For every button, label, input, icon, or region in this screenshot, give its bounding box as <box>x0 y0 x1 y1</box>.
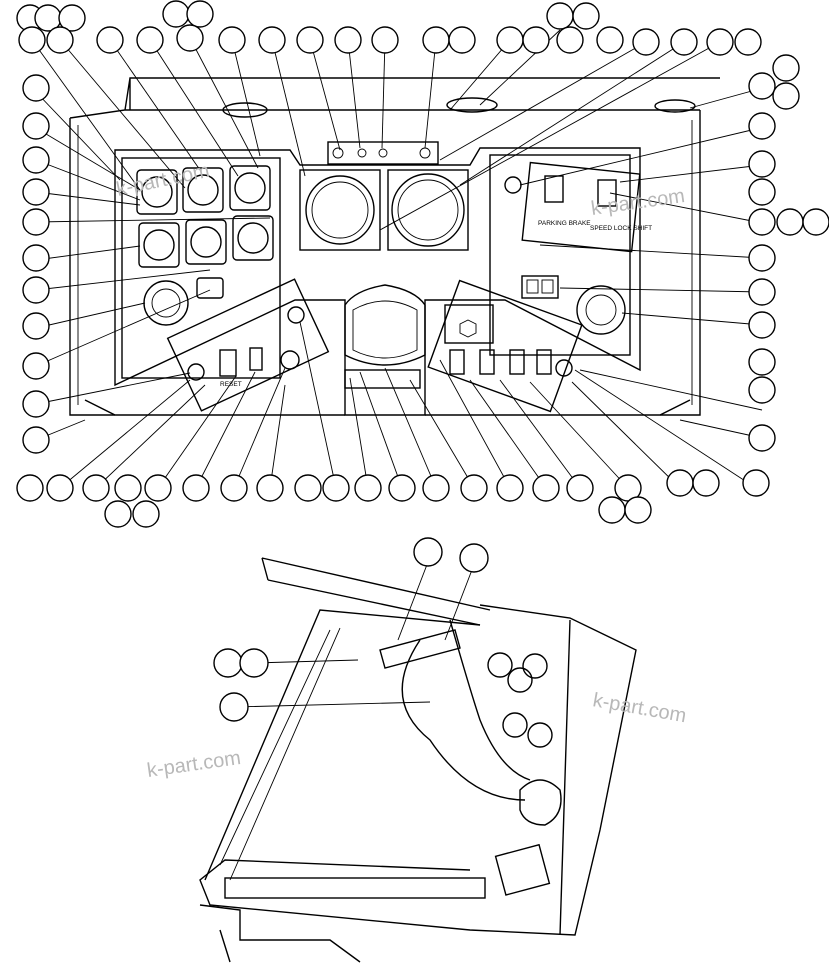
indicator-lamp-right <box>504 176 522 194</box>
speed-title-text: SPEED LOCK SHIFT <box>590 225 652 232</box>
watermark-bottom-right: k-part.com <box>591 689 688 727</box>
round-plug-right <box>576 285 626 335</box>
reset-label: RESET <box>220 381 242 388</box>
warning-decal <box>444 304 494 344</box>
grommet-left <box>222 102 268 118</box>
center-socket-plate-left <box>299 169 381 251</box>
dual-switch-right <box>521 275 559 299</box>
right-panel-plate <box>489 154 631 356</box>
center-socket-plate-right <box>387 169 469 251</box>
watermarks: k-part.com k-part.com k-part.com k-part.… <box>114 160 688 782</box>
side-section-assembly <box>199 557 637 963</box>
top-panel-assembly: PARKING BRAKE SPEED LOCK SHIFT RESET <box>69 77 720 416</box>
small-switch-left <box>196 277 224 299</box>
reset-switch <box>219 349 237 377</box>
grommet-center <box>446 97 498 113</box>
lower-left-switch-panel <box>166 278 330 412</box>
watermark-top-left: k-part.com <box>114 160 211 201</box>
hose-clamp <box>379 629 461 669</box>
watermark-bottom-left: k-part.com <box>146 747 243 782</box>
grommet-right <box>654 99 696 113</box>
callout-bubbles-bottom <box>213 537 489 722</box>
round-plug-left <box>143 280 189 326</box>
center-cup-holder <box>344 284 426 366</box>
receptacle-row-2 <box>138 215 274 268</box>
brake-label-plate <box>521 161 641 253</box>
receptacle-row-1 <box>136 165 271 215</box>
lower-right-switch-panel <box>427 279 583 413</box>
brake-title-text: PARKING BRAKE <box>538 220 591 227</box>
callout-bubbles-top <box>16 0 829 528</box>
